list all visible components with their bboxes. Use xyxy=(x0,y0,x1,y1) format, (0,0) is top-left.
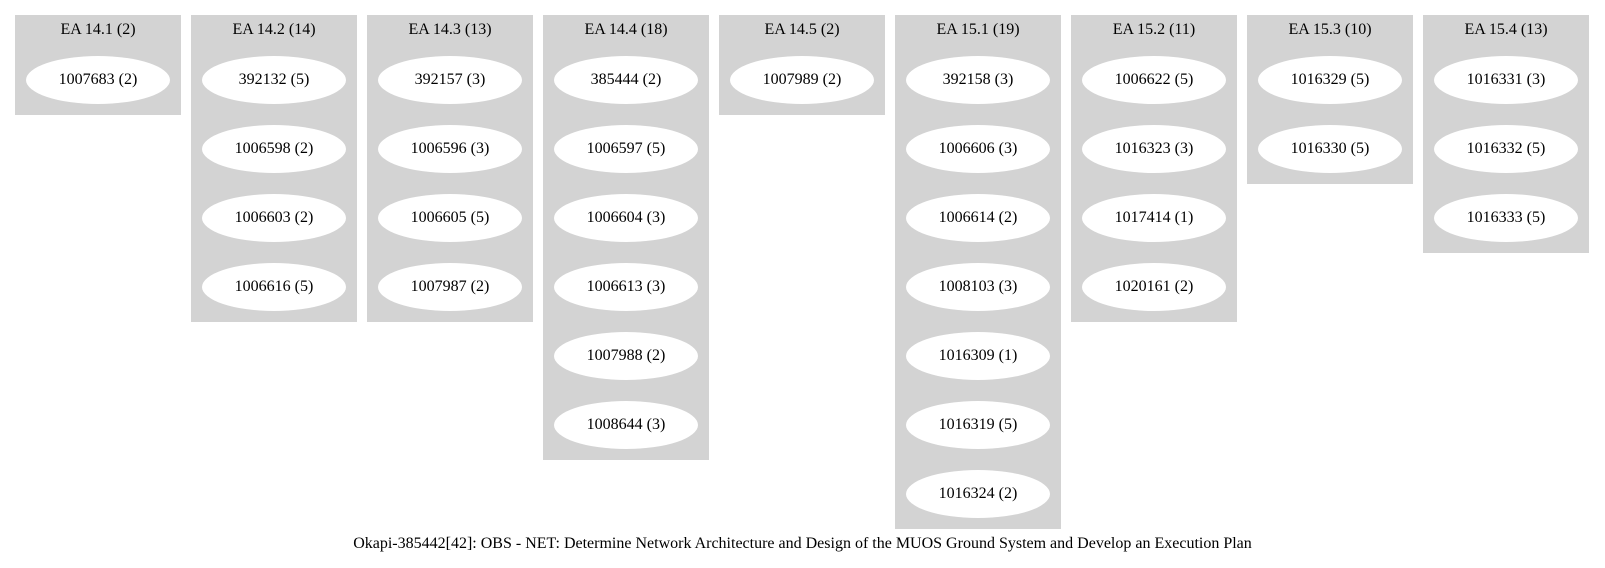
node-ellipse: 1017414 (1) xyxy=(1082,194,1226,242)
node-ellipse: 1016323 (3) xyxy=(1082,125,1226,173)
cluster-box: EA 15.2 (11) 1006622 (5) 1016323 (3) 101741… xyxy=(1071,15,1237,322)
node-ellipse: 1016330 (5) xyxy=(1258,125,1402,173)
cluster-box: EA 14.3 (13) 392157 (3) 1006596 (3) 1006605… xyxy=(367,15,533,322)
node-ellipse: 1007989 (2) xyxy=(730,56,874,104)
node-ellipse: 392158 (3) xyxy=(906,56,1050,104)
cluster-title: EA 14.5 (2) xyxy=(764,21,840,38)
node-ellipse: 1007988 (2) xyxy=(554,332,698,380)
cluster-title: EA 14.3 (13) xyxy=(408,21,492,38)
node-ellipse: 1020161 (2) xyxy=(1082,263,1226,311)
node-ellipse: 1006596 (3) xyxy=(378,125,522,173)
node-ellipse: 1006603 (2) xyxy=(202,194,346,242)
node-ellipse: 392132 (5) xyxy=(202,56,346,104)
node-ellipse: 1008644 (3) xyxy=(554,401,698,449)
node-ellipse: 1016319 (5) xyxy=(906,401,1050,449)
cluster-box: EA 15.3 (10) 1016329 (5) 1016330 (5) xyxy=(1247,15,1413,184)
node-ellipse: 1006597 (5) xyxy=(554,125,698,173)
cluster-box: EA 14.4 (18) 385444 (2) 1006597 (5) 1006604… xyxy=(543,15,709,460)
cluster-title: EA 15.2 (11) xyxy=(1112,21,1196,38)
node-ellipse: 1006598 (2) xyxy=(202,125,346,173)
node-ellipse: 1016331 (3) xyxy=(1434,56,1578,104)
node-ellipse: 1016324 (2) xyxy=(906,470,1050,518)
cluster-box: EA 14.1 (2) 1007683 (2) xyxy=(15,15,181,115)
cluster-title: EA 15.4 (13) xyxy=(1464,21,1548,38)
node-ellipse: 1007683 (2) xyxy=(26,56,170,104)
node-ellipse: 1006606 (3) xyxy=(906,125,1050,173)
node-ellipse: 1006614 (2) xyxy=(906,194,1050,242)
cluster-box: EA 15.1 (19) 392158 (3) 1006606 (3) 1006614… xyxy=(895,15,1061,529)
node-ellipse: 1006622 (5) xyxy=(1082,56,1226,104)
node-ellipse: 1016332 (5) xyxy=(1434,125,1578,173)
cluster-box: EA 14.2 (14) 392132 (5) 1006598 (2) 1006603… xyxy=(191,15,357,322)
cluster-box: EA 15.4 (13) 1016331 (3) 1016332 (5) 101633… xyxy=(1423,15,1589,253)
node-ellipse: 1006605 (5) xyxy=(378,194,522,242)
node-ellipse: 1006604 (3) xyxy=(554,194,698,242)
node-ellipse: 1006616 (5) xyxy=(202,263,346,311)
node-ellipse: 392157 (3) xyxy=(378,56,522,104)
cluster-title: EA 14.1 (2) xyxy=(60,21,136,38)
cluster-title: EA 14.4 (18) xyxy=(584,21,668,38)
diagram-caption: Okapi-385442[42]: OBS - NET: Determine N… xyxy=(353,535,1252,552)
node-ellipse: 1006613 (3) xyxy=(554,263,698,311)
cluster-title: EA 14.2 (14) xyxy=(232,21,316,38)
node-ellipse: 1016333 (5) xyxy=(1434,194,1578,242)
node-ellipse: 1016309 (1) xyxy=(906,332,1050,380)
cluster-box: EA 14.5 (2) 1007989 (2) xyxy=(719,15,885,115)
node-ellipse: 1008103 (3) xyxy=(906,263,1050,311)
node-ellipse: 1016329 (5) xyxy=(1258,56,1402,104)
cluster-title: EA 15.1 (19) xyxy=(936,21,1020,38)
node-ellipse: 385444 (2) xyxy=(554,56,698,104)
cluster-title: EA 15.3 (10) xyxy=(1288,21,1372,38)
node-ellipse: 1007987 (2) xyxy=(378,263,522,311)
